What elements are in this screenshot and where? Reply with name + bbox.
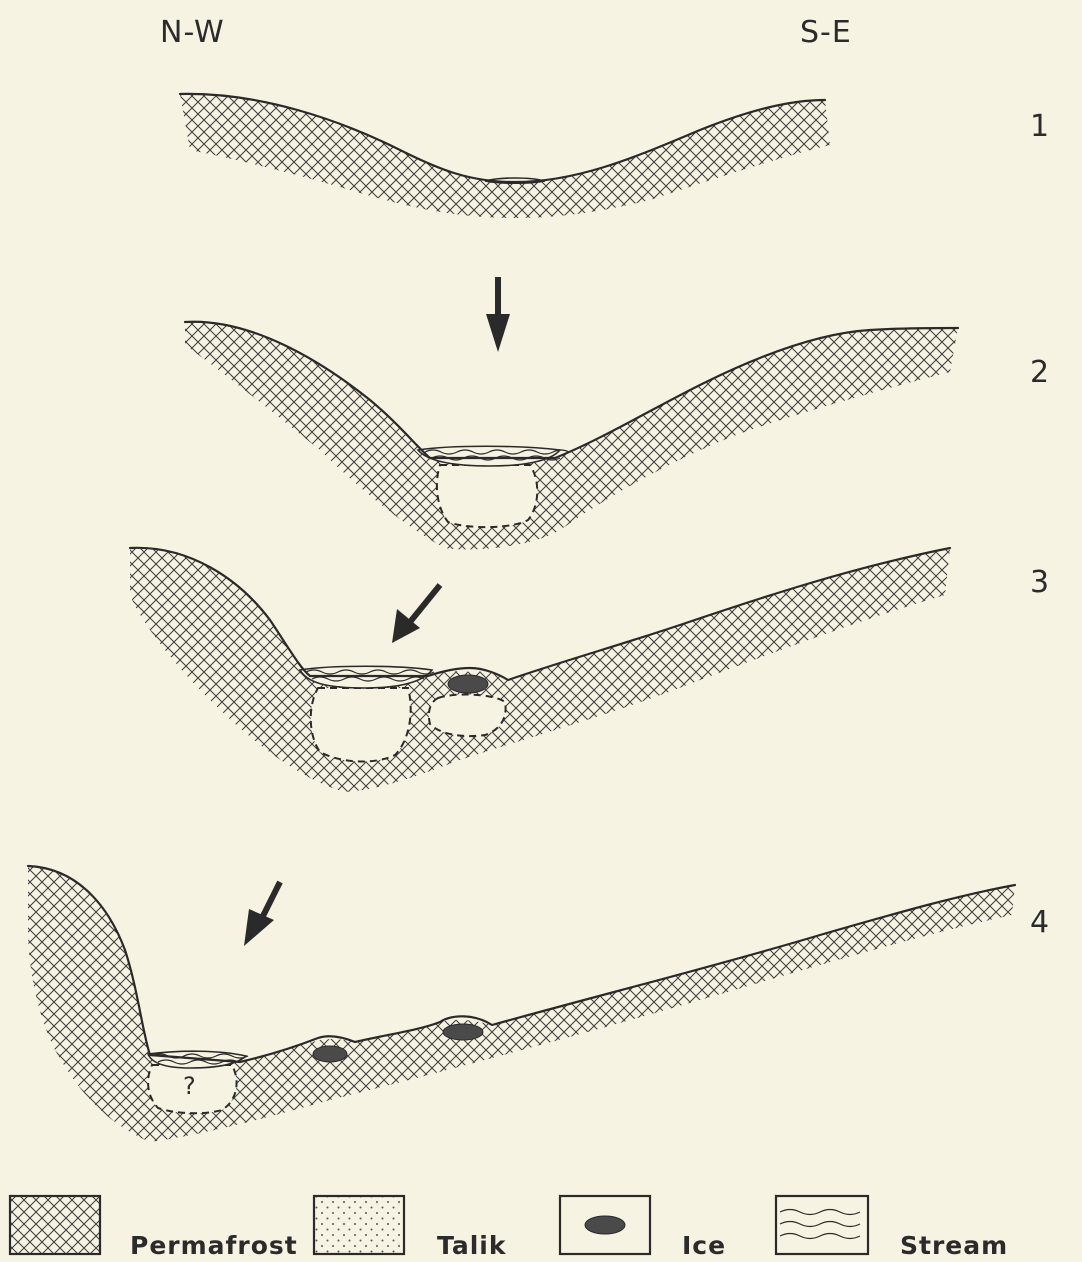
- direction-label-nw: N-W: [160, 15, 225, 50]
- profile-4: ?: [28, 866, 1015, 1142]
- step-number-4: 4: [1030, 905, 1049, 940]
- talik-3-secondary: [429, 695, 506, 737]
- step-number-2: 2: [1030, 355, 1049, 390]
- legend-permafrost-swatch: [10, 1196, 100, 1254]
- ice-lens-3: [448, 675, 488, 693]
- ice-lens-4a: [313, 1046, 347, 1062]
- unknown-talik-marker: ?: [183, 1072, 196, 1100]
- profile-1: [180, 94, 830, 218]
- permafrost-body-1: [180, 94, 830, 218]
- step-number-3: 3: [1030, 565, 1049, 600]
- legend-stream-label: Stream: [900, 1231, 1008, 1260]
- step-number-1: 1: [1030, 109, 1049, 144]
- legend-talik-label: Talik: [437, 1231, 507, 1260]
- arrow-step-3: [392, 585, 440, 643]
- profile-2: [185, 322, 958, 550]
- direction-label-se: S-E: [800, 15, 852, 50]
- talik-3-main: [311, 688, 411, 761]
- legend-stream-icon: [780, 1210, 860, 1239]
- legend: Permafrost Talik Ice Stream: [10, 1196, 1008, 1260]
- talik-2: [437, 465, 537, 527]
- legend-permafrost-label: Permafrost: [130, 1231, 298, 1260]
- legend-stream-swatch: [776, 1196, 868, 1254]
- legend-talik-swatch: [314, 1196, 404, 1254]
- legend-ice-icon: [585, 1216, 625, 1234]
- permafrost-body-2: [185, 322, 958, 550]
- arrow-step-4: [244, 882, 280, 946]
- legend-ice-label: Ice: [682, 1231, 726, 1260]
- ice-lens-4b: [443, 1024, 483, 1040]
- arrow-step-2: [486, 277, 510, 352]
- profile-3: [130, 548, 950, 792]
